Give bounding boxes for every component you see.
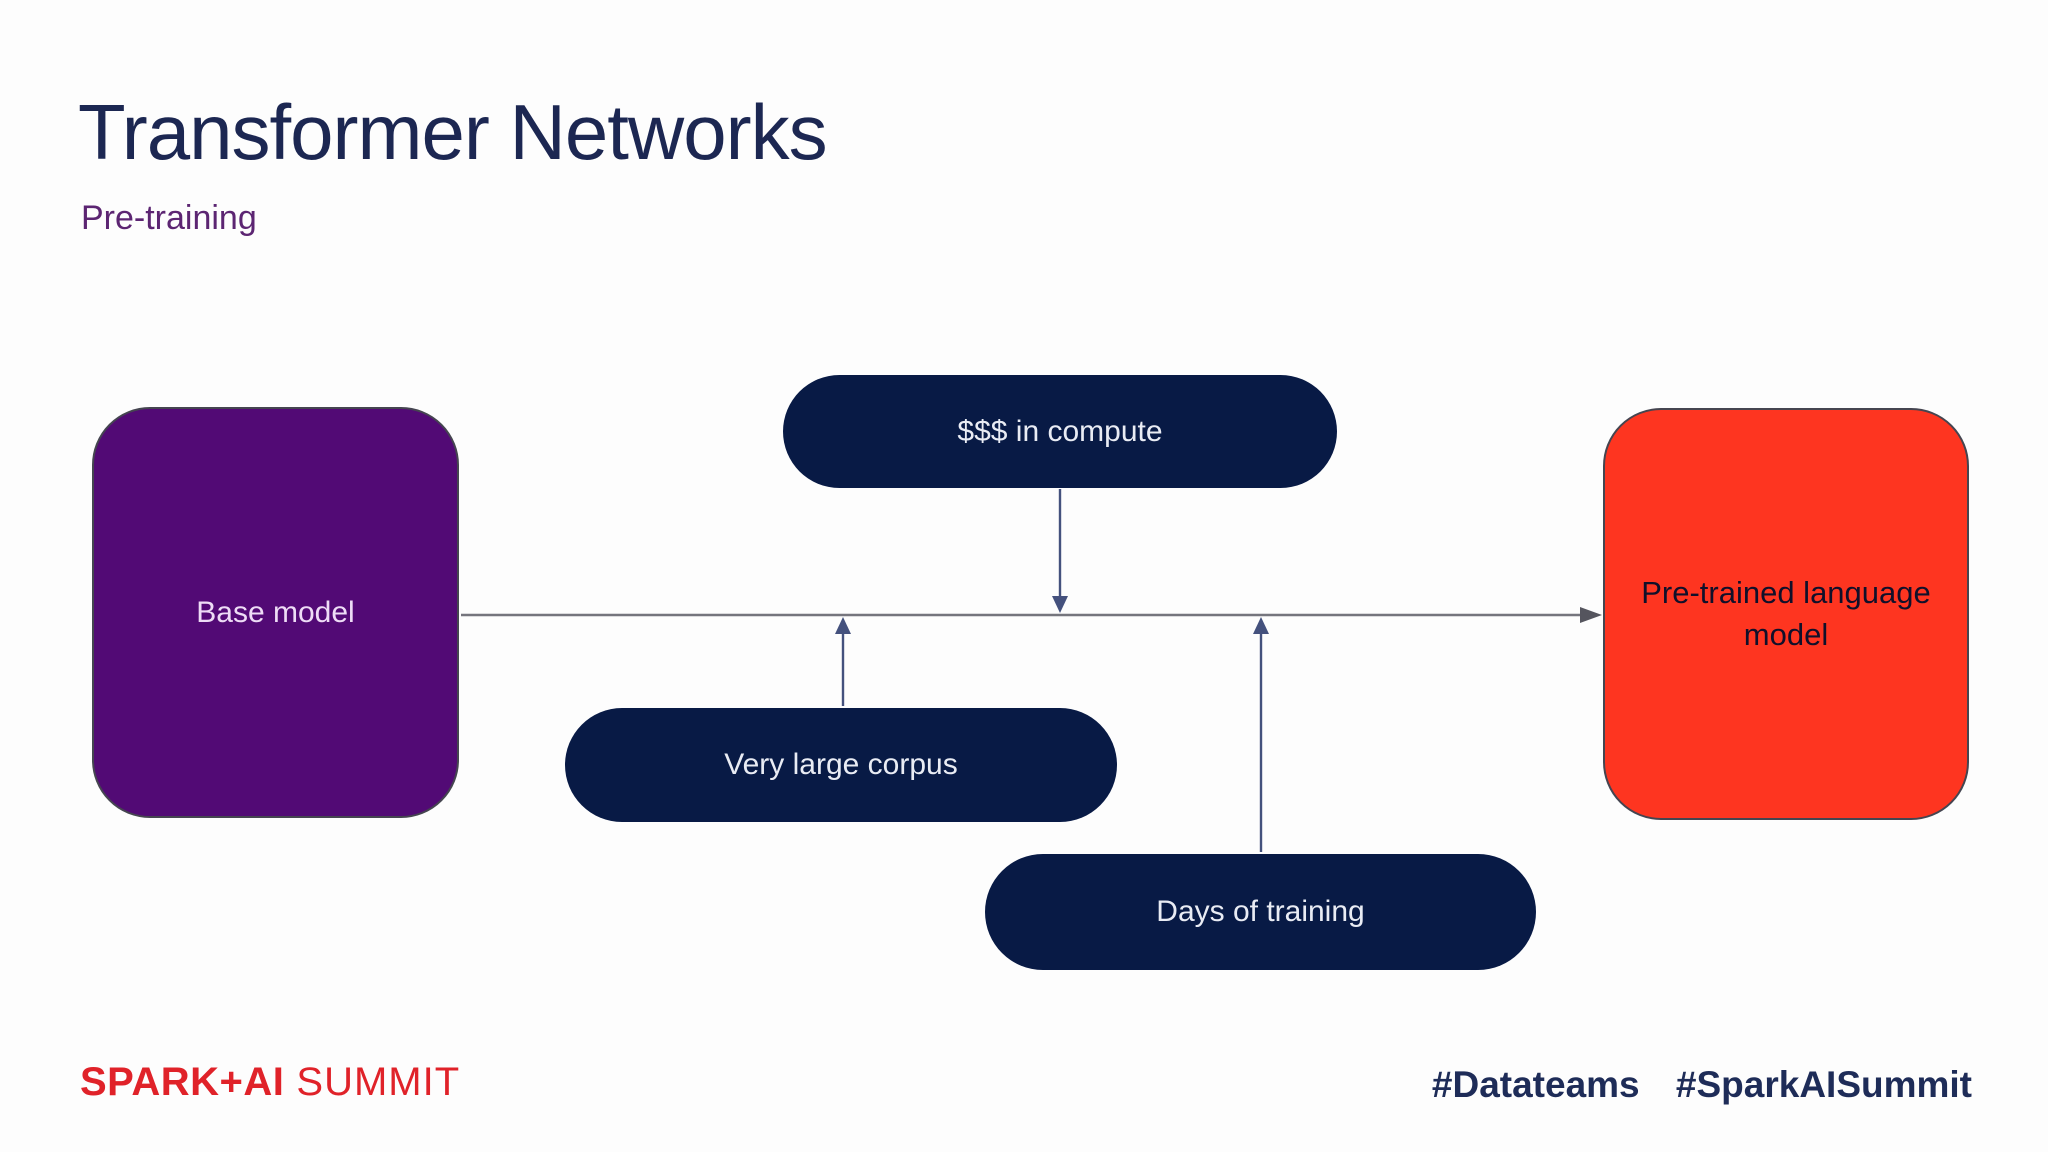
edge-training-to-line	[1253, 617, 1269, 852]
arrowhead-up-icon	[1253, 617, 1269, 634]
node-large-corpus-label: Very large corpus	[724, 748, 958, 781]
node-pretrained-model: Pre-trained language model	[1603, 408, 1969, 820]
edge-base-to-pretrained	[461, 607, 1602, 623]
event-hashtags: #Datateams #SparkAISummit	[1432, 1066, 1972, 1103]
edge-compute-to-line	[1052, 489, 1068, 613]
page-title: Transformer Networks	[78, 88, 828, 176]
logo-summit: SUMMIT	[296, 1060, 461, 1104]
node-base-model-label: Base model	[196, 595, 355, 629]
arrowhead-down-icon	[1052, 596, 1068, 613]
node-days-of-training-label: Days of training	[1156, 895, 1365, 928]
logo-spark-ai: SPARK+AI	[80, 1060, 285, 1104]
node-base-model: Base model	[92, 407, 459, 818]
edge-corpus-to-line	[835, 617, 851, 706]
page-subtitle: Pre-training	[81, 199, 257, 237]
node-compute-cost: $$$ in compute	[783, 375, 1337, 488]
hashtag-sparkaisummit: #SparkAISummit	[1675, 1064, 1972, 1105]
hashtag-datateams: #Datateams	[1431, 1064, 1640, 1105]
arrowhead-right-icon	[1580, 607, 1602, 623]
node-compute-cost-label: $$$ in compute	[957, 414, 1163, 448]
node-large-corpus: Very large corpus	[565, 708, 1117, 822]
arrowhead-up-icon	[835, 617, 851, 634]
node-pretrained-model-label: Pre-trained language model	[1641, 575, 1931, 652]
node-days-of-training: Days of training	[985, 854, 1536, 970]
